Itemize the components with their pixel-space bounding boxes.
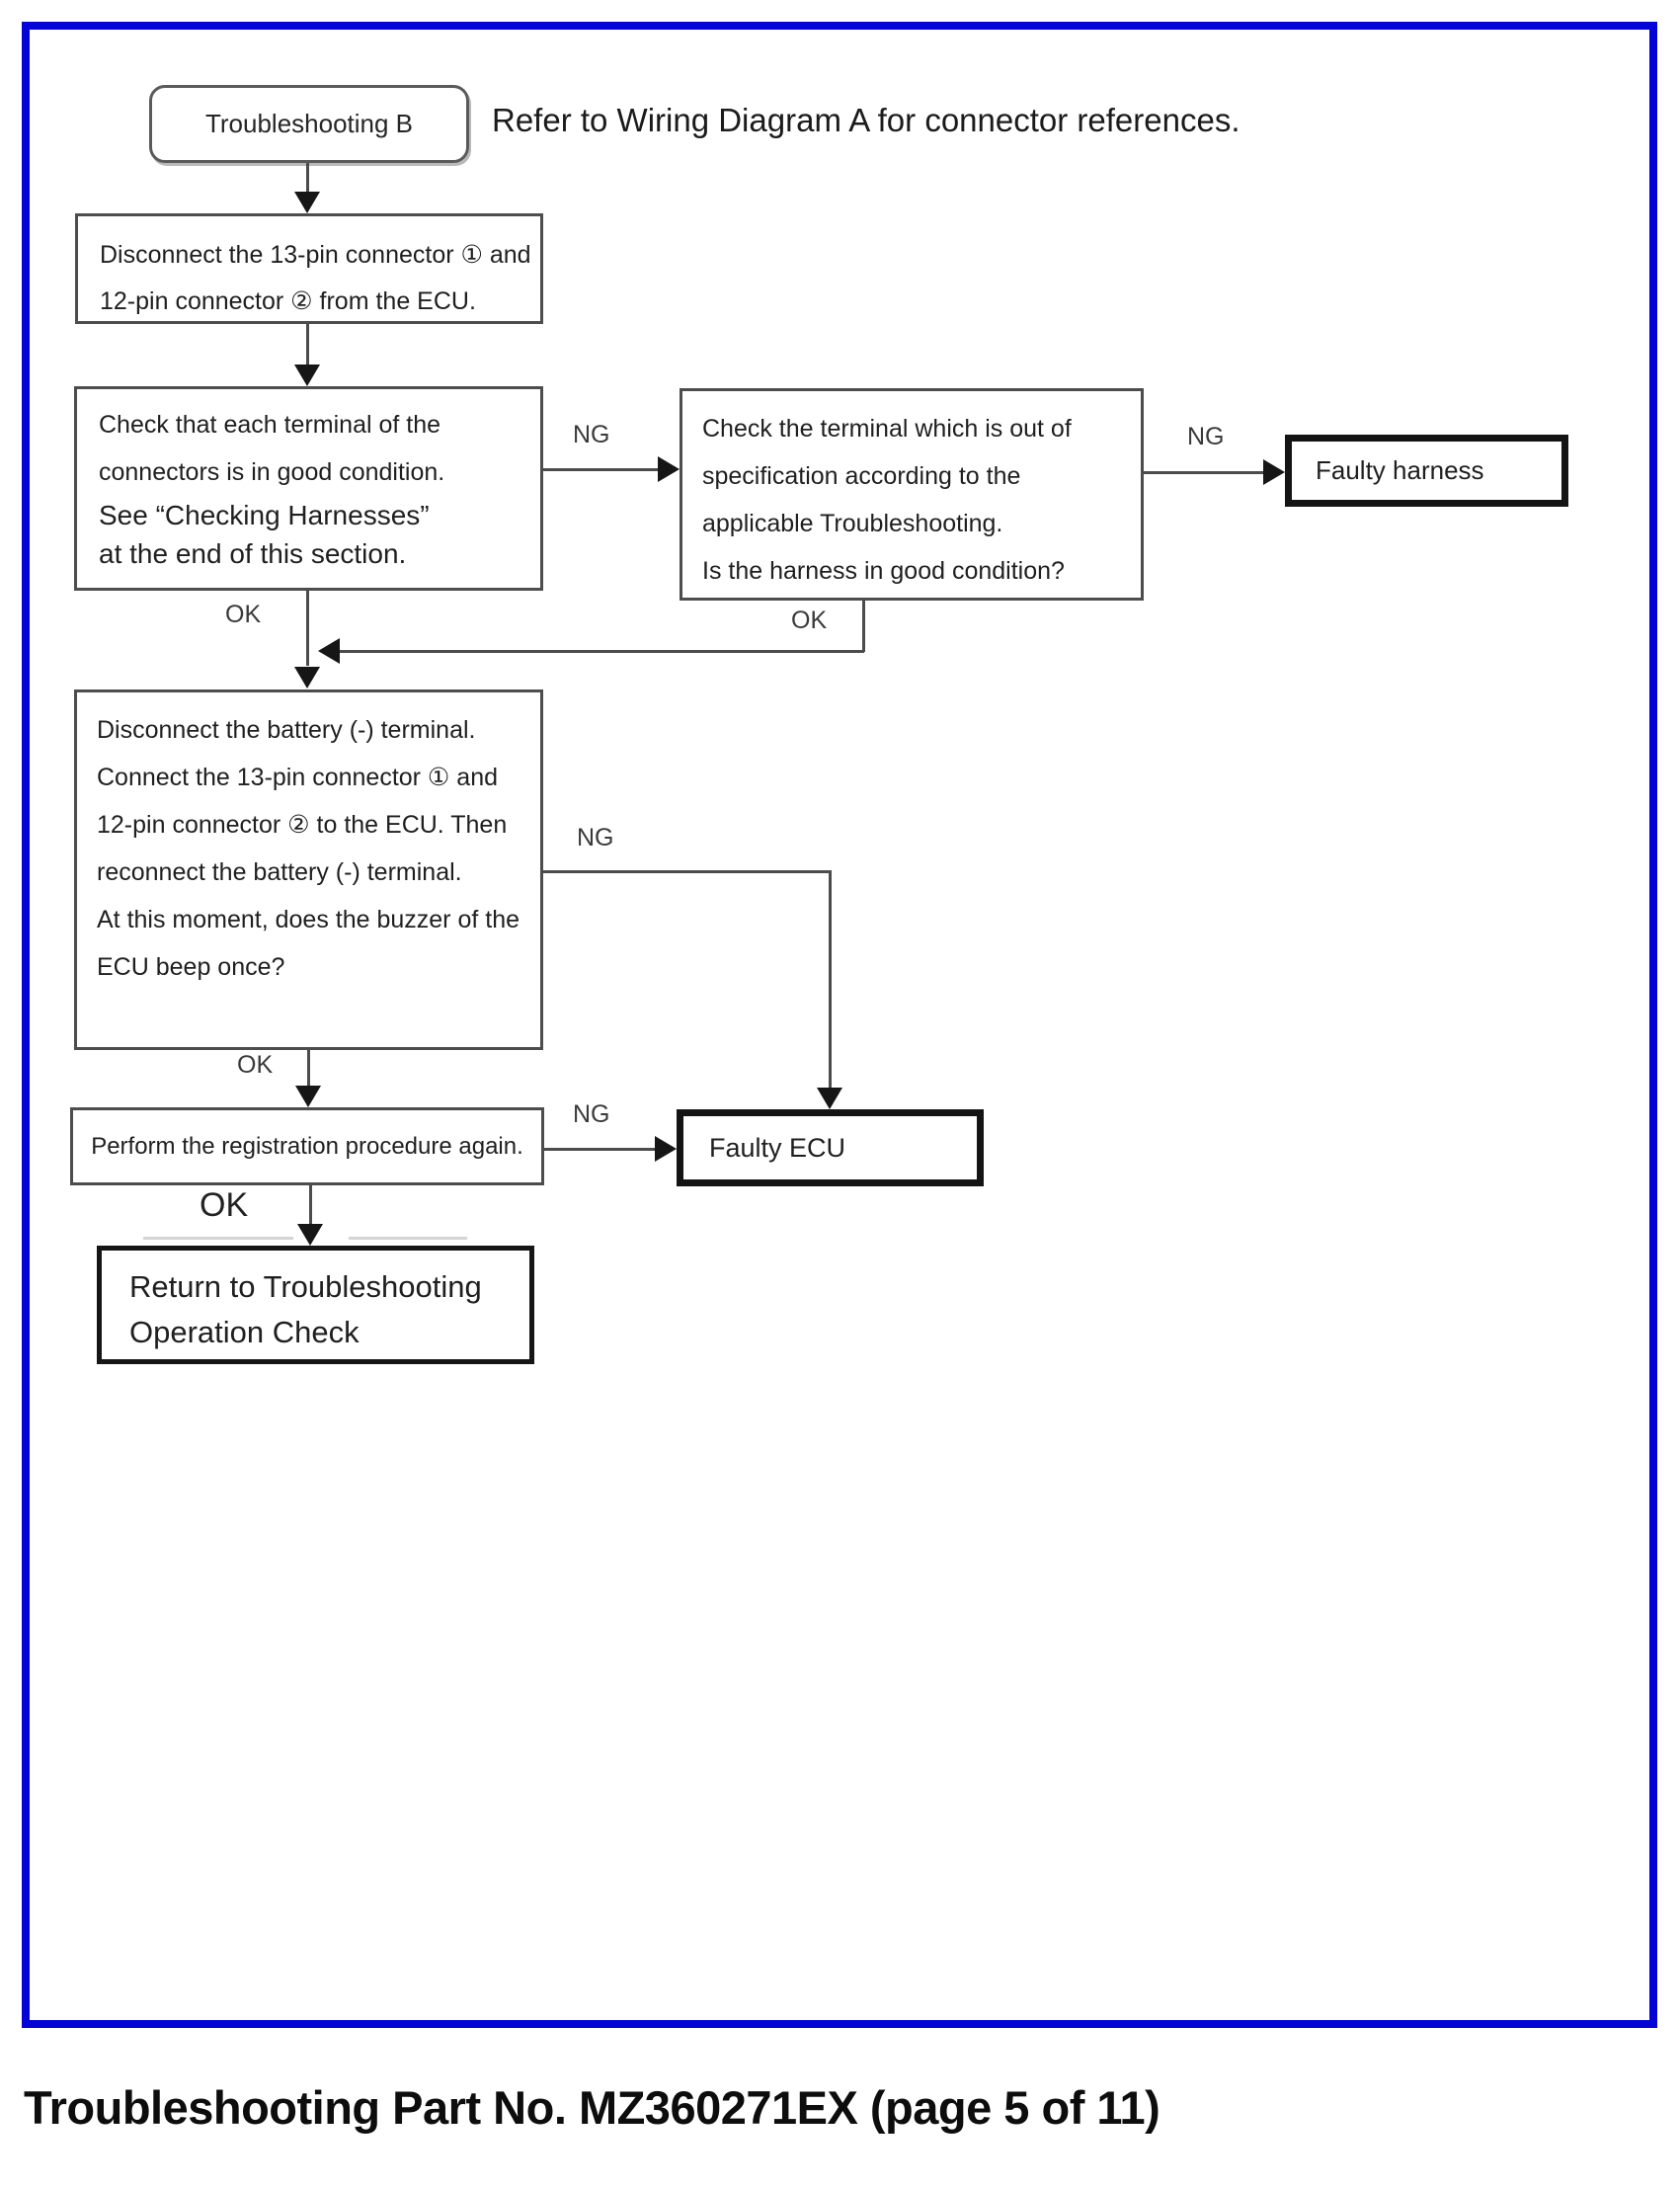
box-disconnect-connectors: Disconnect the 13-pin connector ① and 12…	[75, 213, 543, 324]
connector-line	[306, 324, 309, 365]
connector-line	[306, 591, 309, 666]
connector-line	[340, 650, 864, 653]
connector-line	[1144, 471, 1267, 474]
edge-label-ng: NG	[573, 1100, 610, 1128]
arrowhead-down-icon	[295, 1086, 321, 1107]
edge-label-ok: OK	[791, 607, 828, 634]
box-line: applicable Troubleshooting.	[702, 510, 1003, 537]
box-faulty-harness: Faulty harness	[1285, 435, 1568, 507]
box-line: Check that each terminal of the	[99, 411, 441, 439]
box-line: Connect the 13-pin connector ① and	[97, 764, 499, 791]
box-label: Faulty ECU	[709, 1132, 846, 1163]
box-line: 12-pin connector ② to the ECU. Then	[97, 811, 508, 839]
connector-line	[306, 163, 309, 193]
start-node-troubleshooting-b: Troubleshooting B	[149, 85, 469, 163]
connector-line	[544, 1148, 655, 1151]
connector-line	[829, 870, 832, 1088]
edge-label-ok: OK	[225, 601, 262, 628]
box-line: Operation Check	[129, 1315, 360, 1349]
box-label: Faulty harness	[1316, 455, 1484, 485]
edge-label-ok: OK	[200, 1186, 249, 1224]
connector-line	[309, 1185, 312, 1224]
connector-line	[307, 1050, 310, 1086]
box-line: Disconnect the 13-pin connector ① and	[100, 241, 531, 269]
box-line: Disconnect the battery (-) terminal.	[97, 716, 476, 744]
box-line: 12-pin connector ② from the ECU.	[100, 287, 476, 315]
arrowhead-right-icon	[655, 1136, 677, 1162]
page-caption: Troubleshooting Part No. MZ360271EX (pag…	[24, 2081, 1160, 2134]
box-return-troubleshooting: Return to Troubleshooting Operation Chec…	[97, 1246, 534, 1364]
page-frame: Troubleshooting B Refer to Wiring Diagra…	[22, 22, 1657, 2028]
box-line: reconnect the battery (-) terminal.	[97, 858, 462, 886]
box-check-specification: Check the terminal which is out of speci…	[680, 388, 1144, 601]
arrowhead-down-icon	[294, 364, 320, 386]
box-line: ECU beep once?	[97, 953, 285, 981]
start-node-label: Troubleshooting B	[204, 109, 414, 138]
arrowhead-down-icon	[294, 667, 320, 688]
arrowhead-right-icon	[1263, 459, 1285, 485]
connector-line	[543, 468, 660, 471]
note-text: Refer to Wiring Diagram A for connector …	[492, 102, 1240, 138]
arrowhead-right-icon	[658, 456, 680, 482]
connector-line	[543, 870, 831, 873]
box-line: See “Checking Harnesses”	[99, 500, 430, 530]
arrowhead-down-icon	[297, 1224, 323, 1246]
arrowhead-down-icon	[294, 192, 320, 213]
connector-line	[862, 601, 865, 652]
box-line: specification according to the	[702, 462, 1021, 490]
arrowhead-left-icon	[318, 638, 340, 664]
box-line: connectors is in good condition.	[99, 458, 445, 486]
scan-artifact-line	[143, 1237, 293, 1240]
box-line: Return to Troubleshooting	[129, 1269, 482, 1304]
box-check-terminals: Check that each terminal of the connecto…	[74, 386, 543, 591]
edge-label-ng: NG	[577, 824, 614, 851]
edge-label-ng: NG	[1187, 423, 1225, 450]
box-line: At this moment, does the buzzer of the	[97, 906, 520, 933]
edge-label-ok: OK	[237, 1051, 274, 1079]
edge-label-ng: NG	[573, 421, 610, 448]
box-faulty-ecu: Faulty ECU	[677, 1109, 984, 1186]
box-line: at the end of this section.	[99, 538, 407, 569]
box-label: Perform the registration procedure again…	[91, 1132, 523, 1160]
scan-artifact-line	[349, 1237, 467, 1240]
box-battery-buzzer: Disconnect the battery (-) terminal. Con…	[74, 689, 543, 1050]
box-line: Is the harness in good condition?	[702, 557, 1065, 585]
arrowhead-down-icon	[817, 1088, 842, 1109]
box-line: Check the terminal which is out of	[702, 415, 1072, 443]
box-registration: Perform the registration procedure again…	[70, 1107, 544, 1185]
